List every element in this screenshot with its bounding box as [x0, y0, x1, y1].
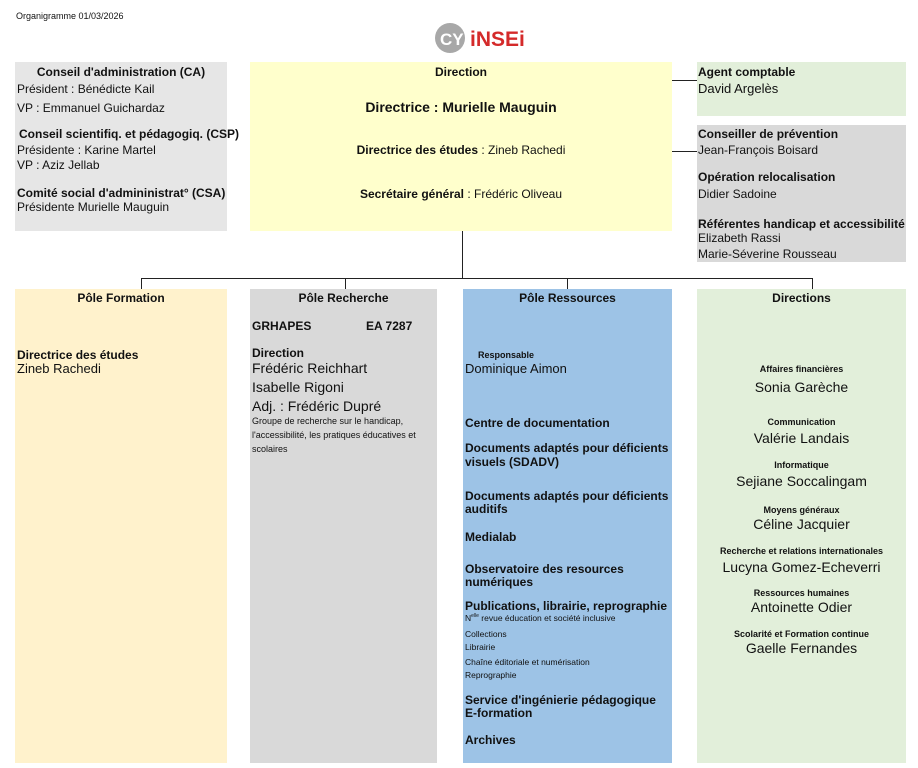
direction-label: Affaires financières	[759, 364, 844, 374]
relocalisation-name: Didier Sadoine	[698, 187, 777, 201]
ca-vp: VP : Emmanuel Guichardaz	[17, 101, 165, 115]
service-item: Documents adaptés pour déficients	[465, 441, 669, 455]
conseiller-box: Conseiller de prévention Jean-François B…	[697, 125, 906, 262]
ca-president: Président : Bénédicte Kail	[17, 82, 155, 96]
svg-text:CY: CY	[440, 30, 464, 49]
service-item: auditifs	[465, 502, 508, 516]
councils-box: Conseil d'administration (CA) Président …	[15, 62, 239, 231]
prevention-title: Conseiller de prévention	[698, 127, 839, 141]
csp-vp: VP : Aziz Jellab	[17, 158, 100, 172]
recherche-director: Frédéric Reichhart	[252, 360, 368, 376]
responsable-name: Dominique Aimon	[465, 361, 567, 376]
relocalisation-title: Opération relocalisation	[698, 170, 836, 184]
agent-title: Agent comptable	[698, 65, 796, 79]
direction-head: Lucyna Gomez-Echeverri	[722, 559, 881, 575]
pole-recherche-title: Pôle Recherche	[298, 291, 389, 305]
formation-name: Zineb Rachedi	[17, 361, 101, 376]
service-item: visuels (SDADV)	[465, 455, 560, 469]
agent-comptable-box: Agent comptable David Argelès	[697, 62, 906, 116]
publication-sub-item: Reprographie	[465, 670, 517, 680]
csa-title: Comité social d'admininistrat° (CSA)	[17, 186, 226, 200]
lab-description: scolaires	[252, 444, 288, 454]
directrice-etudes: Directrice des études : Zineb Rachedi	[356, 143, 566, 157]
publication-sub-item: Collections	[465, 629, 507, 639]
insei-logo: CY iNSEi	[432, 18, 532, 54]
direction-head: Valérie Landais	[753, 430, 850, 446]
ca-title: Conseil d'administration (CA)	[36, 65, 206, 79]
service-item: Documents adaptés pour déficients	[465, 489, 669, 503]
secretaire-general: Secrétaire général : Frédéric Oliveau	[359, 187, 563, 201]
recherche-director: Isabelle Rigoni	[252, 379, 344, 395]
publication-sub-item: Nelle revue éducation et société inclusi…	[465, 613, 616, 623]
direction-head: Antoinette Odier	[750, 599, 853, 615]
service-item: Centre de documentation	[465, 416, 610, 430]
direction-label: Recherche et relations internationales	[719, 546, 884, 556]
pole-recherche-box: Pôle Recherche GRHAPES EA 7287 Direction…	[250, 289, 437, 763]
recherche-direction-label: Direction	[252, 346, 305, 360]
direction-label: Informatique	[774, 460, 829, 470]
prevention-name: Jean-François Boisard	[698, 143, 819, 157]
responsable-label: Responsable	[478, 350, 535, 360]
direction-label: Ressources humaines	[753, 588, 850, 598]
document-title: Organigramme 01/03/2026	[16, 11, 124, 21]
referentes-title: Référentes handicap et accessibilité	[698, 217, 905, 231]
service-item: numériques	[465, 575, 534, 589]
directions-title: Directions	[772, 291, 831, 305]
referente-name: Marie-Séverine Rousseau	[698, 247, 837, 261]
publication-sub-item: Librairie	[465, 642, 496, 652]
service-item: Service d'ingénierie pédagogique	[465, 693, 656, 707]
csa-president: Présidente Murielle Mauguin	[17, 200, 170, 214]
pole-ressources-title: Pôle Ressources	[519, 291, 616, 305]
direction-label: Moyens généraux	[763, 505, 840, 515]
direction-box: Direction Directrice : Murielle Mauguin …	[250, 62, 672, 231]
direction-title: Direction	[434, 65, 487, 79]
service-item: Medialab	[465, 530, 517, 544]
pole-formation-title: Pôle Formation	[77, 291, 165, 305]
direction-head: Céline Jacquier	[753, 516, 850, 532]
lab-description: Groupe de recherche sur le handicap,	[252, 416, 404, 426]
pole-ressources-box: Pôle Ressources Responsable Dominique Ai…	[463, 289, 672, 763]
service-item: Archives	[465, 733, 516, 747]
directrice: Directrice : Murielle Mauguin	[365, 99, 557, 115]
service-item: Publications, librairie, reprographie	[465, 599, 668, 613]
service-item: E-formation	[465, 706, 533, 720]
recherche-adjoint: Adj. : Frédéric Dupré	[252, 398, 382, 414]
agent-name: David Argelès	[698, 81, 779, 96]
lab-description: l'accessibilité, les pratiques éducative…	[252, 430, 416, 440]
referente-name: Elizabeth Rassi	[698, 231, 781, 245]
directions-box: Directions Affaires financières Sonia Ga…	[697, 289, 906, 763]
csp-president: Présidente : Karine Martel	[17, 143, 156, 157]
direction-label: Scolarité et Formation continue	[733, 629, 870, 639]
direction-label: Communication	[767, 417, 836, 427]
svg-text:iNSEi: iNSEi	[470, 28, 525, 51]
direction-head: Gaelle Fernandes	[745, 640, 858, 656]
lab-name: GRHAPES	[252, 319, 312, 333]
direction-head: Sejiane Soccalingam	[736, 473, 867, 489]
pole-formation-box: Pôle Formation Directrice des études Zin…	[15, 289, 227, 763]
cy-logo-icon: CY iNSEi	[435, 23, 525, 53]
csp-title: Conseil scientifiq. et pédagogiq. (CSP)	[19, 127, 240, 141]
lab-code: EA 7287	[366, 319, 413, 333]
publication-sub-item: Chaîne éditoriale et numérisation	[465, 657, 590, 667]
formation-role: Directrice des études	[17, 348, 139, 362]
service-item: Observatoire des resources	[465, 562, 624, 576]
direction-head: Sonia Garèche	[754, 379, 849, 395]
